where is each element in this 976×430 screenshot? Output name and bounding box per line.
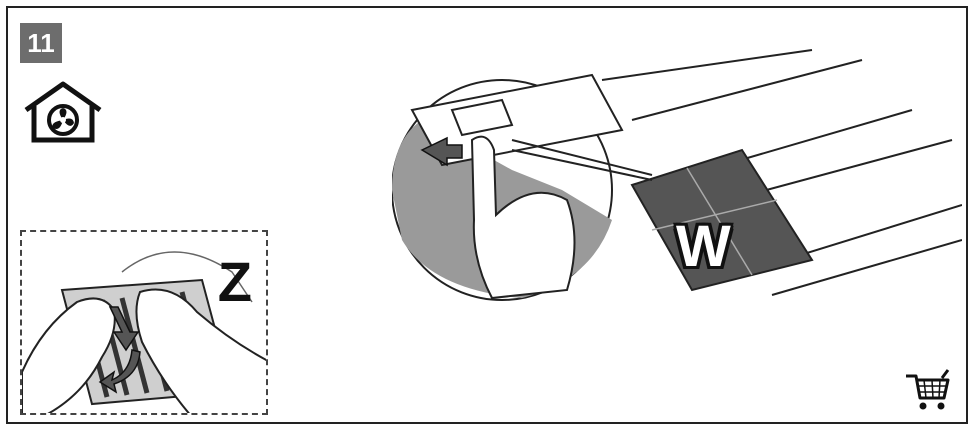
diagram-frame (6, 6, 968, 424)
main-filter-illustration (392, 49, 962, 301)
main-label-w: W (676, 214, 731, 279)
step-number-badge: 11 (20, 23, 62, 63)
shopping-cart-icon (906, 369, 950, 410)
recirculation-house-fan-icon (24, 81, 102, 143)
inset-panel-z: Z (20, 230, 268, 415)
inset-filter-illustration (22, 251, 266, 413)
inset-label-z: Z (217, 250, 252, 313)
